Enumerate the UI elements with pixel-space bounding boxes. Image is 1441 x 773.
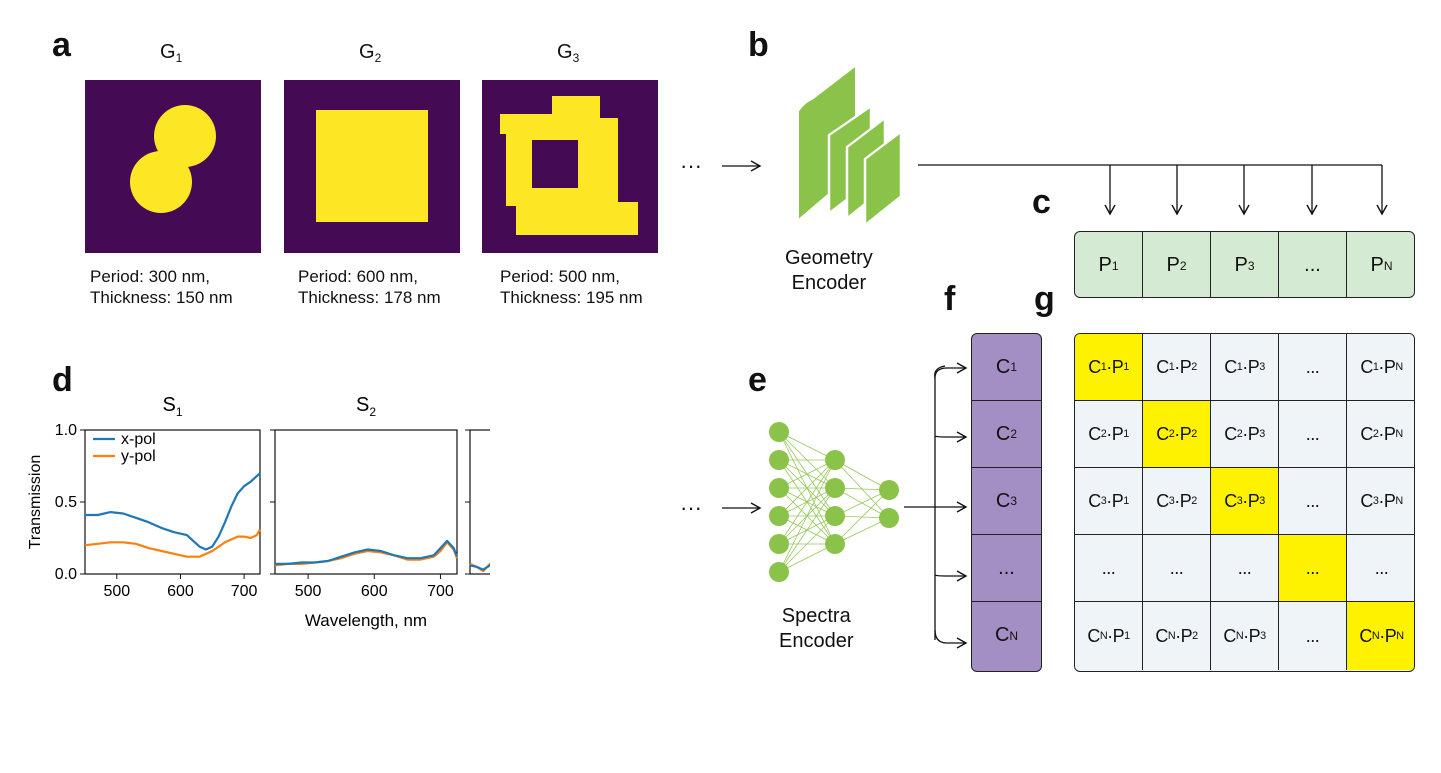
matrix-cell: ...	[1075, 535, 1143, 602]
matrix-cell: ...	[1279, 468, 1347, 535]
panel-label-d: d	[52, 361, 73, 399]
geometry-title-3: G3	[557, 41, 580, 66]
y-tick-label: 1.0	[55, 422, 77, 439]
matrix-cell: ...	[1211, 535, 1279, 602]
series-line-x-pol	[85, 472, 261, 551]
y-tick-label: 0.0	[55, 566, 77, 583]
matrix-cell: ...	[1279, 602, 1347, 670]
x-tick-label: 600	[167, 583, 194, 600]
x-tick-label: 600	[361, 583, 388, 600]
geometry-image-2	[284, 80, 460, 253]
p-cell: ...	[1279, 232, 1347, 297]
panel-label-c: c	[1032, 183, 1051, 221]
series-line-x-pol	[275, 539, 459, 565]
matrix-cell: ...	[1143, 535, 1211, 602]
matrix-cell-diagonal: ...	[1279, 535, 1347, 602]
panel-label-b: b	[748, 26, 769, 64]
x-tick-label: 500	[295, 583, 322, 600]
legend-label: x-pol	[121, 431, 156, 448]
x-tick-label: 500	[103, 583, 130, 600]
matrix-cell: ...	[1347, 535, 1414, 602]
x-tick-label: 700	[427, 583, 454, 600]
panel-label-f: f	[944, 280, 956, 318]
ellipsis-spectra: ···	[680, 495, 702, 520]
geometry-caption-3: Period: 500 nm,Thickness: 195 nm	[500, 267, 643, 308]
series-line-x-pol	[469, 563, 490, 571]
c-cell: ...	[972, 535, 1041, 602]
y-tick-label: 0.5	[55, 494, 77, 511]
x-axis-label: Wavelength, nm	[305, 611, 427, 630]
geometry-caption-1: Period: 300 nm,Thickness: 150 nm	[90, 267, 233, 308]
matrix-cell: ...	[1279, 334, 1347, 401]
x-tick-label: 700	[231, 583, 258, 600]
spectra-encoder-icon	[769, 422, 899, 582]
series-line-y-pol	[84, 528, 261, 558]
series-line-y-pol	[469, 562, 490, 573]
chart-title: S2	[356, 394, 376, 419]
panel-label-g: g	[1034, 280, 1055, 318]
geometry-encoder-icon	[799, 67, 903, 228]
panel-label-e: e	[748, 361, 767, 399]
geometry-title-1: G1	[160, 41, 183, 66]
chart-frame	[469, 429, 490, 575]
ellipsis-geometries: ···	[680, 153, 702, 178]
geometry-image-1	[85, 80, 261, 253]
legend-label: y-pol	[121, 448, 156, 465]
matrix-cell: ...	[1279, 401, 1347, 468]
geometry-image-3	[482, 80, 658, 253]
chart-title: S1	[162, 394, 182, 419]
geometry-caption-2: Period: 600 nm,Thickness: 178 nm	[298, 267, 441, 308]
panel-label-a: a	[52, 26, 71, 64]
y-axis-label: Transmission	[27, 455, 44, 550]
geometry-title-2: G2	[359, 41, 382, 66]
